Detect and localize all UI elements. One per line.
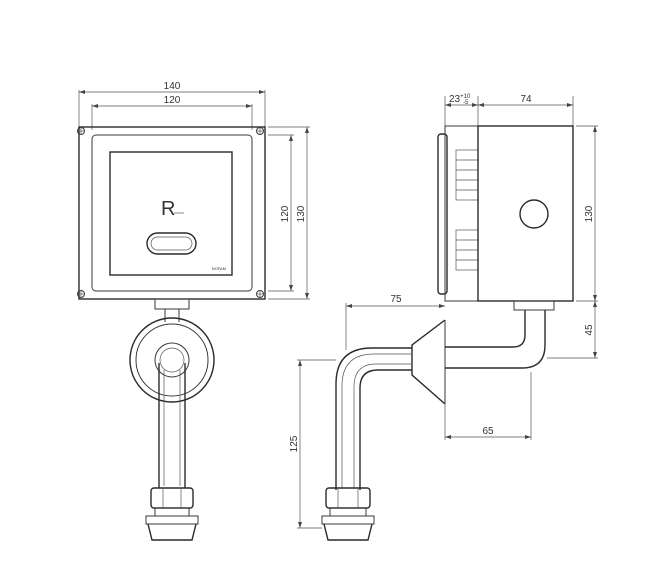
supply-pipe-inner (359, 369, 412, 490)
supply-pipe-wall-inner (353, 363, 412, 488)
flange-ribs (455, 149, 479, 271)
rosette-cone (411, 319, 446, 405)
nut-collar (154, 507, 190, 517)
brand-mark: NOFAM (212, 266, 226, 271)
supply-pipe-wall-outer (341, 353, 412, 488)
front-view: 140 120 R NOFAM (77, 81, 310, 541)
supply-pipe-outer (335, 347, 412, 490)
dim-inner-width-label: 120 (164, 95, 181, 106)
rosette-hub-inner (159, 347, 185, 373)
rosette-hub (154, 342, 190, 378)
side-view: 23+10 -5 74 130 45 (289, 94, 598, 541)
body-circle-icon (519, 199, 549, 229)
wall-rosette (129, 317, 215, 403)
sensor-lens-inner (150, 236, 193, 251)
cover-plate-profile (437, 133, 448, 295)
wall-rosette-inner (135, 323, 209, 397)
elbow-pipe-top (445, 310, 526, 348)
screw-bottom-left (77, 290, 85, 298)
side-outlet-connector (513, 300, 555, 311)
mounting-flange (444, 125, 479, 302)
logo-icon: R (161, 198, 175, 220)
side-connector-base (323, 523, 373, 541)
dim-flange-label: 23+10 (449, 94, 471, 105)
cover-plate-inner (91, 134, 253, 292)
dim-outer-height-label: 130 (296, 205, 307, 222)
valve-body (477, 125, 574, 302)
flange-ring (145, 515, 199, 525)
dim-flange-tol-lower: -5 (463, 100, 469, 106)
dim-pipe-offset-label: 75 (390, 294, 402, 305)
sensor-lens-icon (146, 232, 197, 255)
screw-top-left (77, 127, 85, 135)
side-compression-nut (325, 487, 371, 509)
sensor-panel (109, 151, 233, 276)
side-nut-collar (329, 507, 367, 517)
compression-nut (150, 487, 194, 509)
dim-outlet-drop-label: 45 (584, 324, 595, 336)
side-flange-ring (321, 515, 375, 525)
dim-bottom-width-label: 65 (482, 426, 494, 437)
dim-outer-width-label: 140 (164, 81, 181, 92)
elbow-pipe-bottom (445, 310, 546, 369)
outlet-connector (154, 298, 190, 310)
connector-base (147, 523, 197, 541)
dim-inner-height-label: 120 (280, 205, 291, 222)
screw-bottom-right (256, 290, 264, 298)
screw-top-right (256, 127, 264, 135)
dim-body-depth-label: 74 (520, 94, 532, 105)
dim-pipe-length-label: 125 (289, 435, 300, 452)
dim-body-height-label: 130 (584, 205, 595, 222)
